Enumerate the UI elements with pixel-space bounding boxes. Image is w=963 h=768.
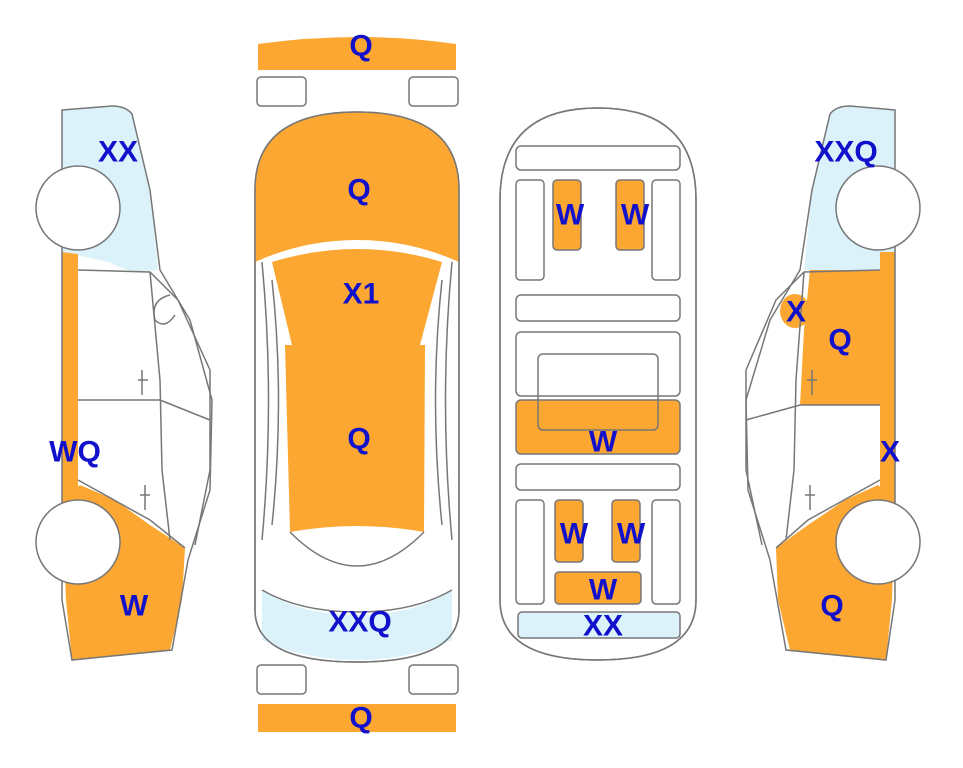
code-right-front-fender: XXQ	[814, 136, 877, 169]
left-front-wheel	[35, 165, 121, 251]
code-right-rear-quarter: Q	[820, 590, 843, 623]
hood-panel[interactable]	[255, 112, 459, 262]
code-front-bumper: Q	[349, 30, 372, 63]
code-rear-bumper-area: XXQ	[328, 606, 391, 639]
code-rear-bumper: Q	[349, 702, 372, 735]
left-side-view: XX WQ W	[35, 105, 213, 661]
left-rocker-strip[interactable]	[62, 252, 78, 500]
front-right-light	[408, 76, 459, 107]
code-center-floor: W	[589, 426, 618, 459]
code-right-mirror: X	[786, 296, 806, 329]
rear-seat-left[interactable]	[555, 500, 583, 562]
rear-bumper-area[interactable]	[262, 590, 452, 660]
trunk-floor[interactable]	[518, 612, 680, 638]
left-doors-panel[interactable]	[76, 270, 212, 570]
code-left-front-fender: XX	[98, 136, 138, 169]
right-front-door[interactable]	[800, 270, 880, 405]
front-bumper[interactable]	[258, 37, 456, 70]
code-rear-seat-left: W	[560, 518, 589, 551]
code-right-rear-door: X	[880, 436, 900, 469]
code-windshield: X1	[343, 278, 380, 311]
code-left-rear-quarter: W	[120, 590, 149, 623]
right-rear-wheel	[835, 499, 921, 585]
windshield-panel[interactable]	[272, 249, 442, 345]
rear-seat-right[interactable]	[612, 500, 640, 562]
rear-bumper[interactable]	[258, 704, 456, 732]
interior-view: W W W W W W XX	[499, 107, 697, 661]
right-front-wheel	[835, 165, 921, 251]
front-seat-left[interactable]	[553, 180, 581, 250]
roof-panel[interactable]	[285, 345, 425, 532]
front-left-light	[256, 76, 307, 107]
right-rocker-strip[interactable]	[880, 252, 895, 500]
code-right-front-door: Q	[828, 324, 851, 357]
code-roof: Q	[347, 423, 370, 456]
code-trunk-floor: XX	[583, 610, 623, 643]
code-rear-seat-right: W	[617, 518, 646, 551]
rear-right-light	[408, 664, 459, 695]
code-cargo-floor: W	[589, 574, 618, 607]
center-floor[interactable]	[516, 400, 680, 454]
code-left-doors: WQ	[49, 436, 101, 469]
right-mirror[interactable]	[780, 294, 810, 328]
code-hood: Q	[347, 174, 370, 207]
right-side-view: XXQ X Q X Q	[744, 105, 921, 661]
rear-left-light	[256, 664, 307, 695]
front-seat-right[interactable]	[616, 180, 644, 250]
center-console	[537, 353, 659, 431]
left-rear-wheel	[35, 499, 121, 585]
code-front-seat-left: W	[556, 199, 585, 232]
top-view: Q Q X1 Q XXQ Q	[254, 30, 460, 735]
cargo-floor[interactable]	[555, 572, 641, 604]
code-front-seat-right: W	[621, 199, 650, 232]
